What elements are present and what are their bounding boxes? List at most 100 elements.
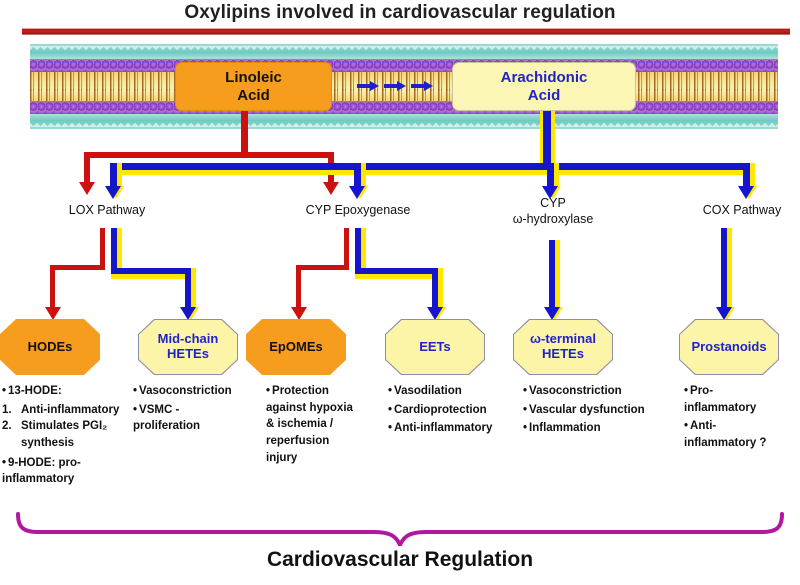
conversion-arrows	[357, 80, 433, 91]
eets-label: EETs	[419, 338, 451, 354]
linoleic-horizontal-bus	[84, 152, 334, 158]
list-item: •Vasoconstriction	[523, 385, 622, 397]
epomes-label: EpOMEs	[269, 338, 323, 354]
list-text: Vascular dysfunction	[529, 403, 645, 416]
summary-brace	[14, 512, 786, 550]
hodes-label: HODEs	[27, 338, 73, 354]
arrowhead-mid-chain-hetes	[180, 307, 196, 320]
drop-lox-blue	[110, 163, 117, 189]
omega-terminal-hetes-label-line1: ω-terminal	[530, 331, 596, 347]
arrowhead-lox-blue	[105, 186, 121, 199]
list-item: •Vascular dysfunction	[523, 403, 645, 416]
cypepox-blue-drop-shadow	[435, 268, 443, 310]
effects-list-hodes: •13-HODE: 1. Anti-inflammatory 2. Stimul…	[2, 383, 124, 490]
list-item: 2. Stimulates PGI₂ synthesis	[2, 418, 124, 451]
list-item: •Pro-inflammatory	[684, 385, 757, 414]
effects-list-eets: •Vasodilation •Cardioprotection •Anti-in…	[388, 383, 518, 439]
cypomega-blue-stem-shadow	[552, 240, 560, 310]
list-text: Vasoconstriction	[139, 385, 232, 397]
cypomega-blue-stem	[549, 240, 555, 310]
title-divider	[22, 28, 790, 35]
effects-list-omega-terminal-hetes: •Vasoconstriction •Vascular dysfunction …	[523, 383, 653, 439]
arachidonic-stem	[543, 111, 551, 166]
lox-blue-drop-shadow	[188, 268, 196, 310]
mid-chain-hetes-label-line2: HETEs	[167, 346, 209, 361]
right-arrow-icon	[357, 80, 379, 91]
metabolite-node-hodes[interactable]: HODEs	[0, 319, 100, 375]
drop-cyp-omega-blue	[547, 163, 554, 189]
lox-red-stem	[100, 228, 105, 268]
list-item: •Vasodilation	[388, 385, 462, 397]
list-item: •Anti-inflammatory ?	[684, 420, 767, 450]
list-number: 2.	[2, 420, 12, 433]
list-item: •Cardioprotection	[388, 403, 487, 416]
phospholipid-heads-top	[30, 59, 778, 72]
right-arrow-icon	[384, 80, 406, 91]
arrowhead-hodes	[45, 307, 61, 320]
list-item: •13-HODE:	[2, 385, 62, 397]
arachidonic-bus-shadow	[110, 166, 750, 175]
hodes-head: 13-HODE:	[8, 385, 62, 397]
arrowhead-prostanoids	[716, 307, 732, 320]
lox-blue-stem	[111, 228, 117, 272]
list-number: 1.	[2, 403, 12, 416]
lox-blue-right-bus-shadow	[111, 271, 191, 279]
list-text: Anti-inflammatory	[21, 403, 120, 416]
cypepox-red-left-bus	[296, 265, 349, 270]
arrowhead-eets	[427, 307, 443, 320]
list-item: •Vasoconstriction	[133, 385, 232, 397]
list-text: Vasoconstriction	[529, 385, 622, 397]
cox-blue-stem-shadow	[724, 228, 732, 310]
lox-red-drop	[50, 265, 55, 310]
linoleic-acid-label-line2: Acid	[237, 86, 270, 104]
drop-shadow-cyp-omega	[550, 163, 559, 189]
list-text: VSMC - proliferation	[133, 403, 201, 433]
summary-title: Cardiovascular Regulation	[266, 548, 534, 571]
cypepox-blue-right-bus-shadow	[355, 271, 438, 279]
pathway-label-lox: LOX Pathway	[68, 203, 146, 217]
membrane-surface-texture-bottom	[30, 118, 778, 127]
list-item: •Inflammation	[523, 422, 601, 435]
membrane-surface-texture-top	[30, 46, 778, 55]
list-text: Vasodilation	[394, 385, 462, 397]
page-title: Oxylipins involved in cardiovascular reg…	[184, 2, 616, 23]
arrowhead-cyp-omega-blue	[542, 186, 558, 199]
list-item: •9-HODE: pro-inflammatory	[2, 456, 81, 486]
list-text: Inflammation	[529, 422, 601, 435]
arachidonic-acid-node[interactable]: Arachidonic Acid	[452, 62, 636, 111]
omega-terminal-hetes-label-line2: HETEs	[542, 346, 584, 361]
arrowhead-cox-blue	[738, 186, 754, 199]
arrowhead-epomes	[291, 307, 307, 320]
effects-list-prostanoids: •Pro-inflammatory •Anti-inflammatory ?	[684, 383, 784, 454]
right-arrow-icon	[411, 80, 433, 91]
effects-list-epomes: •Protection against hypoxia & ischemia /…	[266, 383, 358, 468]
lox-blue-right-bus	[111, 268, 191, 274]
arrowhead-cyp-epoxygenase-red	[323, 182, 339, 195]
linoleic-acid-node[interactable]: Linoleic Acid	[175, 62, 332, 111]
cox-blue-stem	[721, 228, 727, 310]
linoleic-acid-label-line1: Linoleic	[225, 68, 282, 86]
arachidonic-acid-label-line2: Acid	[527, 86, 561, 104]
metabolite-node-epomes[interactable]: EpOMEs	[246, 319, 346, 375]
cypepox-blue-stem-shadow	[358, 228, 366, 272]
cypepox-red-stem	[344, 228, 349, 268]
list-item: •Anti-inflammatory	[388, 422, 493, 435]
list-text: Anti-inflammatory ?	[684, 420, 767, 450]
arachidonic-horizontal-bus	[110, 163, 750, 170]
hodes-tail: 9-HODE: pro-inflammatory	[2, 456, 81, 486]
list-text: Stimulates PGI₂ synthesis	[21, 420, 108, 450]
linoleic-drop-lox	[84, 152, 90, 184]
list-text: Anti-inflammatory	[394, 422, 493, 435]
arachidonic-acid-label-line1: Arachidonic	[500, 68, 588, 86]
arrowhead-lox-red	[79, 182, 95, 195]
lox-blue-stem-shadow	[114, 228, 122, 272]
list-item: •Protection against hypoxia & ischemia /…	[266, 385, 353, 464]
phospholipid-heads-bottom	[30, 101, 778, 114]
list-text: Protection against hypoxia & ischemia / …	[266, 385, 353, 464]
arrowhead-cyp-epoxygenase-blue	[349, 186, 365, 199]
cypepox-blue-right-bus	[355, 268, 438, 274]
pathway-label-cyp-epoxygenase: CYP Epoxygenase	[305, 203, 411, 217]
linoleic-stem	[241, 111, 248, 158]
drop-shadow-cyp-epox	[357, 163, 366, 189]
arrowhead-omega-terminal-hetes	[544, 307, 560, 320]
